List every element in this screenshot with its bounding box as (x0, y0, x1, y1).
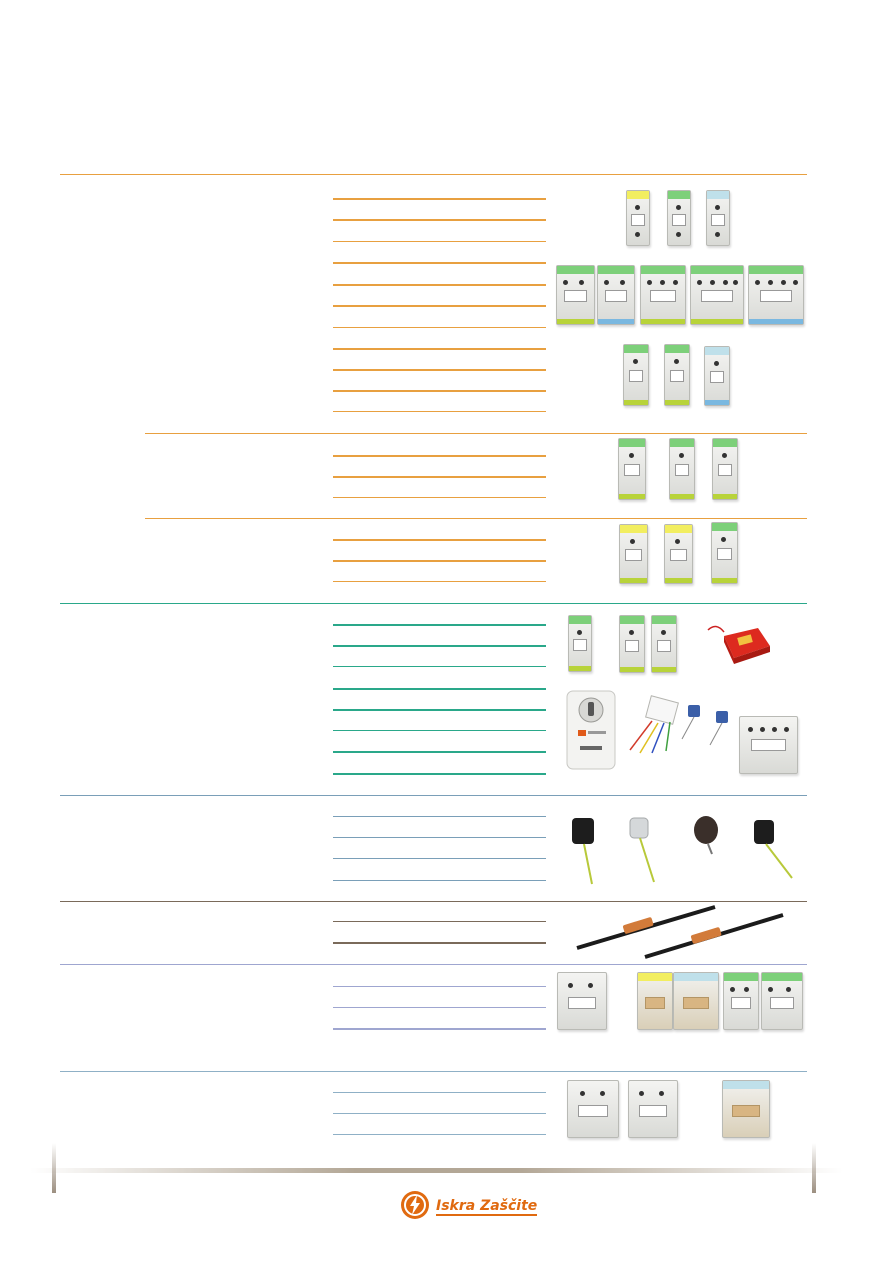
section-divider-3 (60, 795, 807, 796)
subsection-divider-2 (145, 518, 807, 519)
footer-corner-left (52, 1143, 56, 1193)
section-divider-6 (60, 1071, 807, 1072)
subsection-divider-1 (145, 433, 807, 434)
product-image-plug-adapter (566, 690, 616, 770)
section-divider-1 (60, 174, 807, 175)
product-image-wired-protectors (622, 695, 737, 755)
section-divider-2 (60, 603, 807, 604)
section-divider-4 (60, 901, 807, 902)
company-logo: Iskra Zaščite (400, 1190, 538, 1225)
footer-bar (30, 1168, 843, 1173)
lightning-icon (400, 1190, 430, 1225)
logo-text: Iskra Zaščite (436, 1198, 538, 1216)
product-image-coax-protectors (575, 903, 785, 959)
section-divider-5 (60, 964, 807, 965)
product-image-cable-connectors (562, 806, 800, 888)
footer-corner-right (812, 1143, 816, 1193)
product-image-red-terminal-block (706, 620, 772, 668)
product-image-din-enclosure (739, 716, 798, 774)
